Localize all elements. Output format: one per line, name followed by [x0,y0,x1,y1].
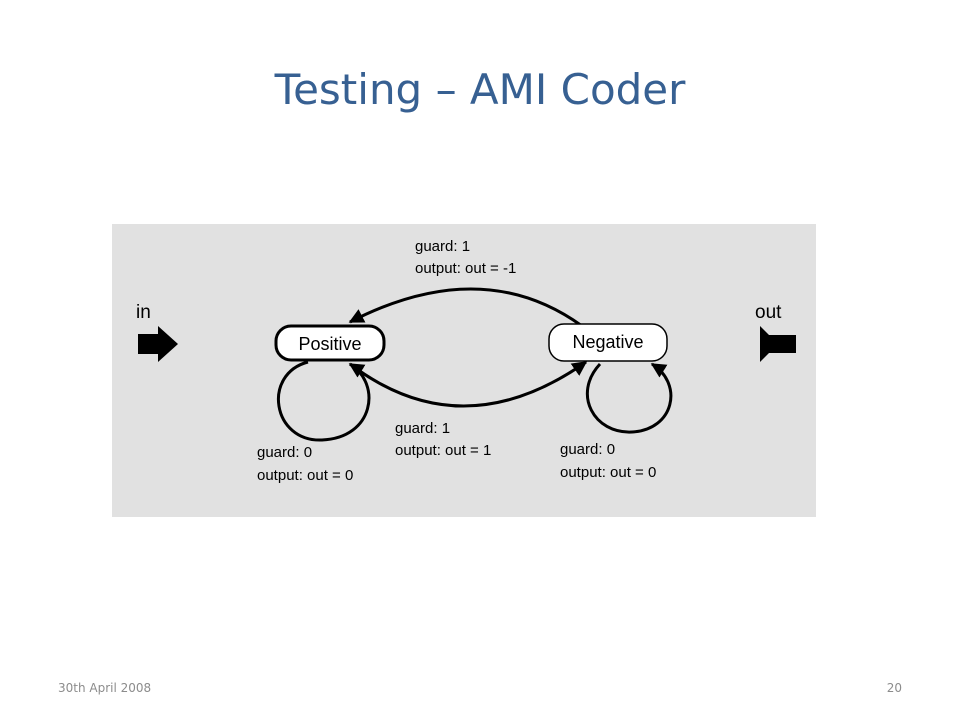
transition-positive-to-negative-output: output: out = 1 [395,442,491,459]
input-port-label: in [136,302,151,323]
state-negative-box [548,323,668,362]
positive-self-loop-output: output: out = 0 [257,467,353,484]
output-port-label: out [755,302,782,323]
transition-positive-to-negative-guard: guard: 1 [395,420,450,437]
output-port-bar-icon [768,335,796,353]
negative-self-loop-output: output: out = 0 [560,464,656,481]
state-negative-label: Negative [572,332,643,352]
transition-negative-to-positive-output: output: out = -1 [415,260,516,277]
state-machine-diagram: in out guard: 1 output: out = -1 guard: … [112,224,816,517]
positive-self-loop-arc [277,360,371,442]
input-port-arrow-icon [138,326,178,362]
negative-self-loop-guard: guard: 0 [560,441,615,458]
slide-title: Testing – AMI Coder [274,65,686,114]
transition-negative-to-positive-guard: guard: 1 [415,238,470,255]
positive-self-loop-guard: guard: 0 [257,444,312,461]
transition-positive-to-negative-arc [349,360,588,408]
transition-negative-to-positive-arc [348,287,583,328]
negative-self-loop-arc [585,362,673,434]
state-positive-label: Positive [298,334,361,354]
footer-date: 30th April 2008 [58,681,152,695]
page-number: 20 [886,681,902,695]
diagram-canvas: in out guard: 1 output: out = -1 guard: … [136,238,796,484]
state-positive-box [274,324,386,362]
